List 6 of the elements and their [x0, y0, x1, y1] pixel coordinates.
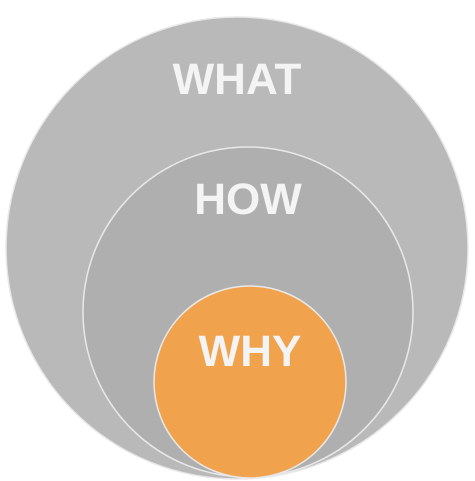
circle: [153, 285, 347, 479]
circle: [5, 16, 469, 480]
circle-label: HOW: [194, 178, 302, 222]
circle-label: WHAT: [172, 58, 302, 102]
circle-label: WHY: [198, 330, 302, 374]
circle: [82, 146, 414, 478]
